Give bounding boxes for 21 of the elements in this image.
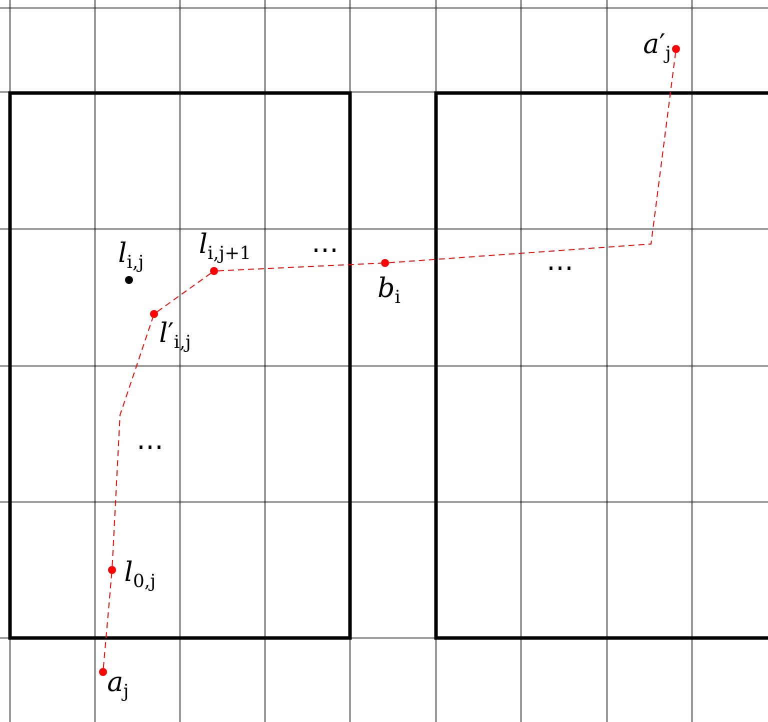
point-label: b$_{i}$ <box>377 274 401 308</box>
dashed-path <box>388 52 676 264</box>
ellipsis: ⋯ <box>312 236 338 264</box>
dashed-path <box>112 317 154 566</box>
point-dot <box>150 310 158 318</box>
ellipsis: ⋯ <box>546 254 574 282</box>
point-dot <box>210 267 218 275</box>
point-label: a′$_{j}$ <box>643 30 671 64</box>
point-dot <box>125 276 133 284</box>
point-label: l$_{0,j}$ <box>124 558 156 592</box>
ellipsis: ⋯ <box>136 434 164 460</box>
dashed-path <box>218 262 382 272</box>
dashed-path <box>102 573 112 669</box>
dashed-path <box>156 272 212 312</box>
point-dot <box>381 259 389 267</box>
point-label: l$_{i,j+1}$ <box>198 230 252 264</box>
point-dot <box>672 45 680 53</box>
point-label: l$_{i,j}$ <box>118 240 144 272</box>
point-dot <box>99 668 107 676</box>
point-dot <box>108 566 116 574</box>
point-label: a$_{j}$ <box>107 668 129 702</box>
